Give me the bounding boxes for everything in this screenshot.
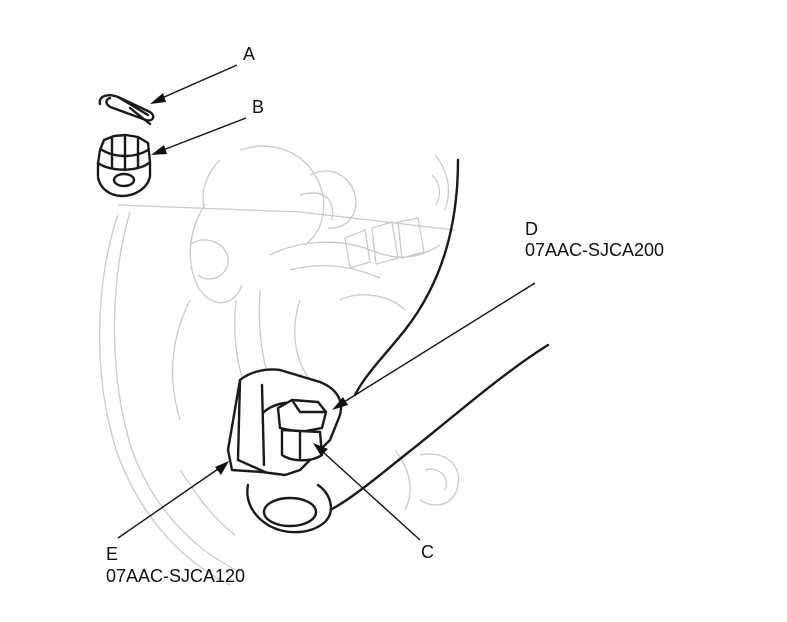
lower-arm-outline (246, 158, 550, 534)
cotter-pin-a (98, 94, 155, 126)
tool-part-number-e: 07AAC-SJCA120 (106, 566, 246, 586)
callout-label-e: E (106, 544, 119, 564)
callout-label-d: D (525, 219, 538, 239)
callout-label-c: C (421, 542, 434, 562)
callout-leader-a (150, 64, 238, 104)
callout-label-b: B (252, 97, 265, 117)
castle-nut-b (96, 133, 152, 198)
callout-leader-b (151, 117, 247, 155)
tool-part-number-d: 07AAC-SJCA200 (525, 240, 665, 260)
callout-leader-e (117, 461, 229, 539)
callout-leader-c (313, 443, 421, 541)
callout-label-a: A (243, 44, 256, 64)
callout-leader-d (332, 282, 536, 410)
tool-adapter-d (276, 398, 328, 434)
